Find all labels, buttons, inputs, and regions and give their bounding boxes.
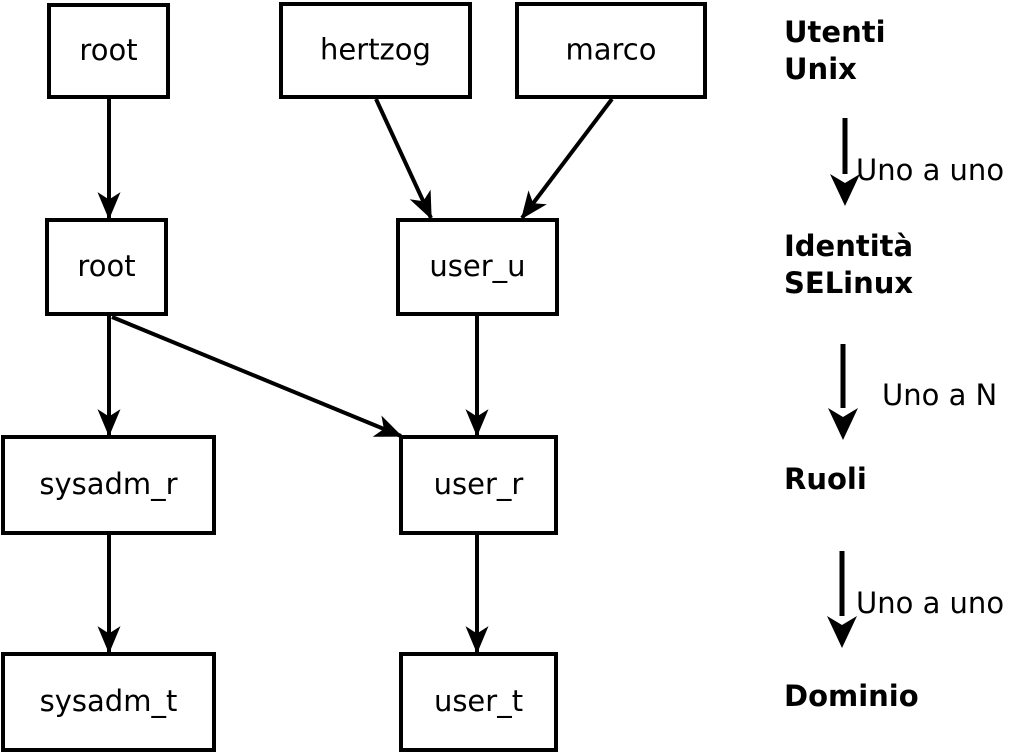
node-sel_root[interactable]: root	[45, 218, 168, 316]
legend-rel-roles-to-domains: Uno a uno	[827, 551, 1004, 648]
edge-line	[374, 98, 433, 220]
node-box[interactable]	[515, 2, 707, 99]
node-label: sysadm_t	[40, 684, 178, 718]
legend-stage-domains: Dominio	[784, 679, 919, 713]
legend-relation-label: Uno a uno	[856, 586, 1004, 620]
legend-stage-line: Dominio	[784, 679, 919, 713]
node-role_sysadm[interactable]: sysadm_r	[1, 435, 216, 535]
legend-relation-label: Uno a uno	[856, 153, 1004, 187]
node-box[interactable]	[396, 218, 559, 316]
node-box[interactable]	[1, 435, 216, 535]
legend-arrow-head	[828, 408, 858, 440]
node-label: sysadm_r	[39, 467, 177, 501]
node-label: root	[77, 249, 135, 283]
legend-stage-line: SELinux	[784, 266, 913, 300]
legend-arrow-head	[830, 174, 860, 206]
node-box[interactable]	[399, 435, 558, 535]
legend-arrow-head	[827, 616, 857, 648]
legend-stage-line: Ruoli	[784, 462, 867, 496]
node-label: root	[79, 33, 137, 67]
node-box[interactable]	[1, 652, 216, 752]
node-role_user[interactable]: user_r	[399, 435, 558, 535]
edge-line	[111, 315, 403, 438]
node-label: user_r	[434, 467, 524, 501]
legend-stage-line: Identità	[784, 229, 913, 263]
legend-stage-roles: Ruoli	[784, 462, 867, 496]
node-label: user_u	[429, 249, 525, 283]
node-unix_root[interactable]: root	[47, 3, 170, 99]
nodes-layer: root hertzog marco root user_u sysadm_r user_r…	[1, 2, 707, 752]
node-box[interactable]	[399, 652, 558, 752]
node-sel_user_u[interactable]: user_u	[396, 218, 559, 316]
node-box[interactable]	[45, 218, 168, 316]
legend-rel-users-to-identities: Uno a uno	[830, 118, 1004, 206]
node-label: marco	[566, 33, 657, 67]
node-unix_marco[interactable]: marco	[515, 2, 707, 99]
legend-stage-line: Unix	[784, 52, 857, 86]
edges-layer	[97, 97, 614, 654]
node-label: hertzog	[320, 33, 431, 67]
node-label: user_t	[434, 684, 523, 718]
node-dom_sysadm[interactable]: sysadm_t	[1, 652, 216, 752]
node-dom_user[interactable]: user_t	[399, 652, 558, 752]
legend-relation-label: Uno a N	[882, 378, 997, 412]
legend-stage-line: Utenti	[784, 15, 886, 49]
node-box[interactable]	[279, 2, 472, 99]
legend-rel-identities-to-roles: Uno a N	[828, 344, 997, 440]
node-unix_hertzog[interactable]: hertzog	[279, 2, 472, 99]
edge-unix_hertzog-to-sel_user_u	[374, 98, 433, 220]
edge-unix_marco-to-sel_user_u	[520, 97, 614, 220]
edge-sel_root-to-role_user	[111, 315, 403, 438]
edge-line	[520, 97, 614, 220]
node-box[interactable]	[47, 3, 170, 99]
